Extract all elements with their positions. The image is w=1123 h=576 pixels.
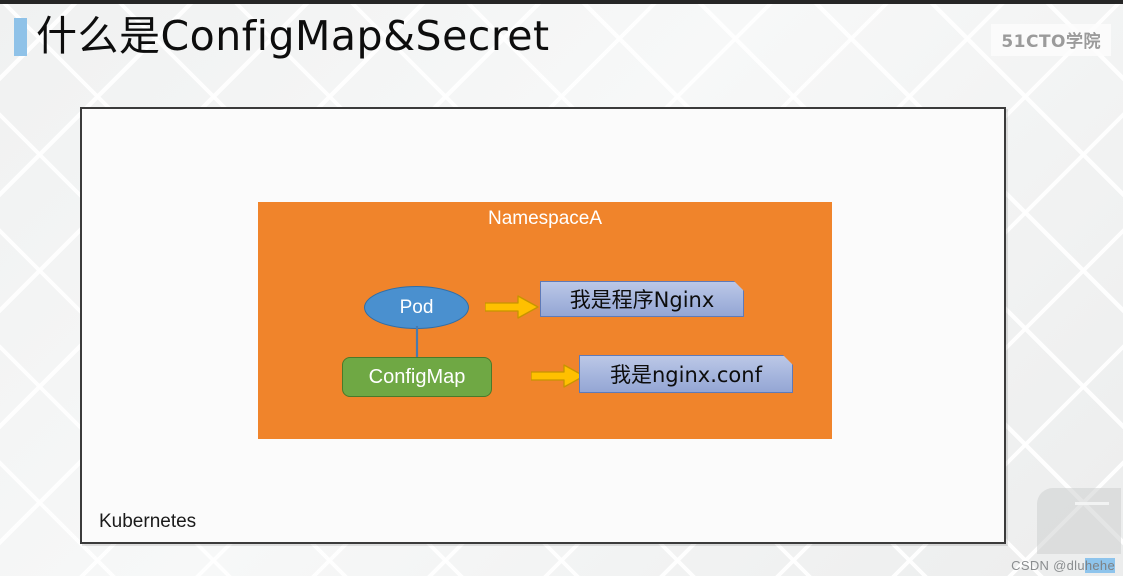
namespace-title: NamespaceA [487, 208, 603, 229]
node-configmap-label: ConfigMap [368, 365, 466, 388]
title-accent-bar [14, 18, 27, 56]
csdn-watermark-prefix: CSDN @dlu [1011, 558, 1085, 573]
node-configmap[interactable]: ConfigMap [342, 357, 492, 397]
node-pod[interactable]: Pod [364, 286, 469, 329]
csdn-watermark: CSDN @dluhehe [1011, 558, 1115, 573]
slide-title-bar: 什么是ConfigMap&Secret 51CTO学院 [0, 4, 1123, 68]
csdn-watermark-selection: hehe [1084, 558, 1115, 573]
callout-nginx-conf[interactable]: 我是nginx.conf [579, 355, 793, 393]
callout-nginx-conf-label: 我是nginx.conf [610, 363, 762, 387]
node-pod-label: Pod [399, 296, 434, 318]
panel-label-kubernetes: Kubernetes [99, 511, 197, 532]
diagram-panel: NamespaceA Pod ConfigMap [80, 107, 1006, 544]
corner-badge-notch [1075, 502, 1109, 505]
block-arrow-right-icon [485, 295, 539, 319]
brand-logo-watermark: 51CTO学院 [991, 24, 1111, 56]
corner-badge-watermark [1037, 488, 1121, 554]
block-arrow-right-icon [531, 364, 585, 388]
top-edge-strip [0, 0, 1123, 4]
namespace-container: NamespaceA Pod ConfigMap [258, 202, 832, 439]
callout-nginx[interactable]: 我是程序Nginx [540, 281, 744, 317]
page-title: 什么是ConfigMap&Secret [36, 12, 550, 60]
callout-nginx-label: 我是程序Nginx [569, 288, 715, 312]
